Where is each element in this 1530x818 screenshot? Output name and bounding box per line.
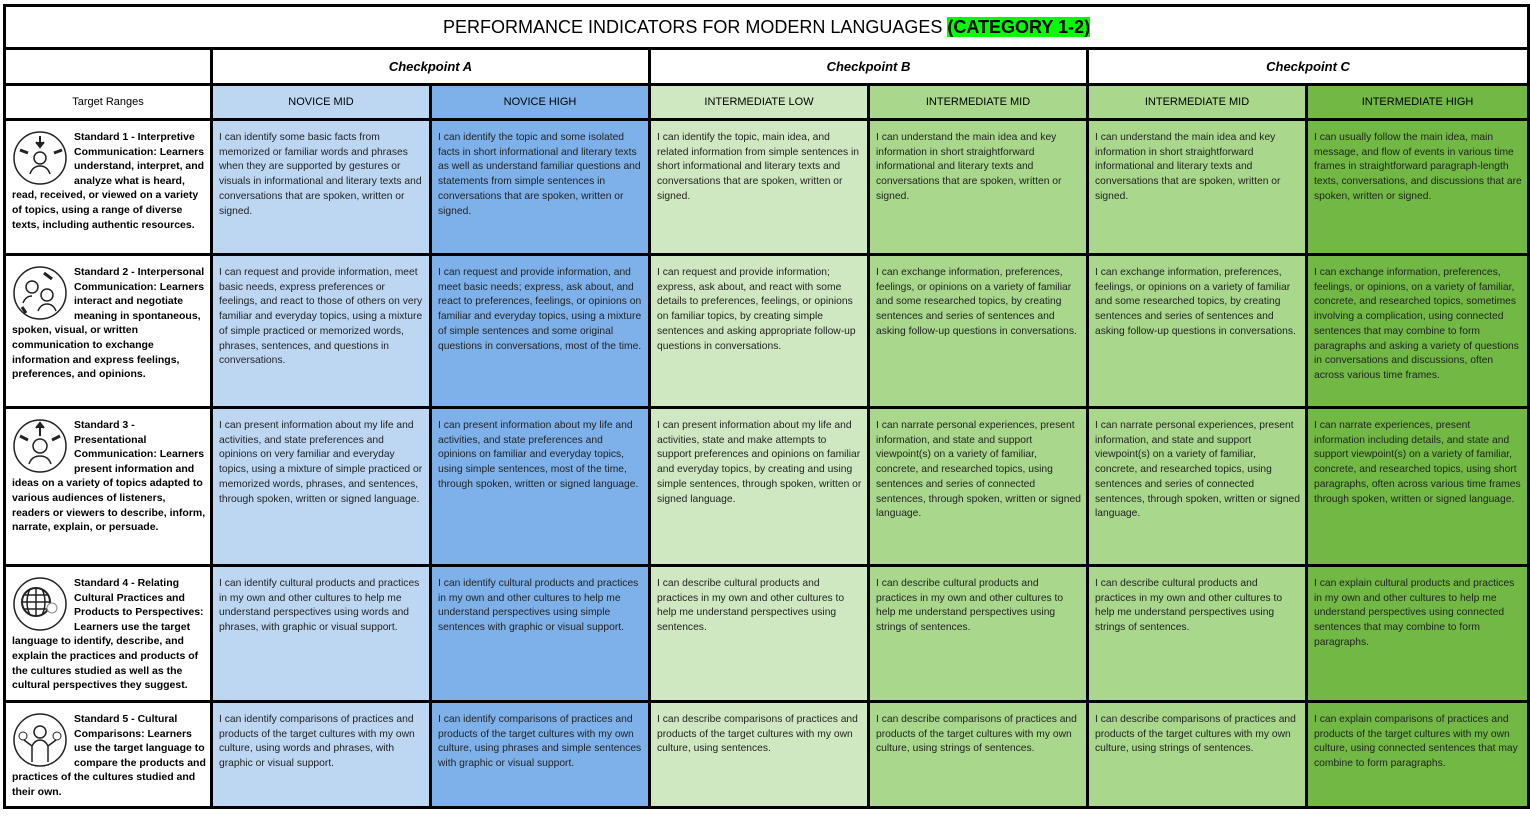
standard-description: Standard 1 - Interpretive Communication:…: [3, 118, 213, 256]
standard-row: Standard 4 - Relating Cultural Practices…: [3, 564, 1530, 703]
standard-text: Standard 1 - Interpretive Communication:…: [12, 131, 205, 231]
standard-text: Standard 2 - Interpersonal Communication…: [12, 266, 205, 381]
standard-text: Standard 5 - Cultural Comparisons: Learn…: [12, 713, 206, 798]
indicator-cell: I can understand the main idea and key i…: [1086, 118, 1308, 256]
interpretive-icon: [13, 131, 67, 185]
empty-corner: [3, 47, 213, 86]
standard-row: Standard 1 - Interpretive Communication:…: [3, 118, 1530, 256]
indicator-cell: I can present information about my life …: [648, 406, 870, 567]
level-header: INTERMEDIATE MID: [867, 83, 1089, 121]
indicator-cell: I can request and provide information; e…: [648, 253, 870, 409]
indicator-cell: I can identify cultural products and pra…: [210, 564, 432, 703]
indicator-cell: I can explain cultural products and prac…: [1304, 564, 1530, 703]
checkpoint-a-header: Checkpoint A: [210, 47, 651, 86]
indicator-cell: I can narrate personal experiences, pres…: [1086, 406, 1308, 567]
title-row: PERFORMANCE INDICATORS FOR MODERN LANGUA…: [2, 4, 1530, 50]
indicator-cell: I can describe comparisons of practices …: [867, 700, 1089, 809]
target-ranges-label: Target Ranges: [3, 83, 213, 121]
standard-description: Standard 5 - Cultural Comparisons: Learn…: [3, 700, 213, 809]
indicator-cell: I can identify comparisons of practices …: [429, 700, 651, 809]
standard-text: Standard 3 - Presentational Communicatio…: [12, 419, 206, 534]
indicator-cell: I can describe comparisons of practices …: [648, 700, 870, 809]
standard-text: Standard 4 - Relating Cultural Practices…: [12, 577, 204, 692]
standard-row: Standard 2 - Interpersonal Communication…: [3, 253, 1530, 409]
standard-row: Standard 5 - Cultural Comparisons: Learn…: [3, 700, 1530, 809]
level-header: NOVICE HIGH: [429, 83, 651, 121]
title-category-highlight: (CATEGORY 1-2): [947, 16, 1091, 37]
performance-indicators-table: PERFORMANCE INDICATORS FOR MODERN LANGUA…: [2, 4, 1530, 809]
indicator-cell: I can narrate personal experiences, pres…: [867, 406, 1089, 567]
level-row: Target Ranges NOVICE MID NOVICE HIGH INT…: [3, 83, 1530, 121]
indicator-cell: I can exchange information, preferences,…: [1304, 253, 1530, 409]
presentational-icon: [13, 419, 67, 473]
checkpoint-b-header: Checkpoint B: [648, 47, 1089, 86]
standard-description: Standard 4 - Relating Cultural Practices…: [3, 564, 213, 703]
indicator-cell: I can identify cultural products and pra…: [429, 564, 651, 703]
level-header: INTERMEDIATE MID: [1086, 83, 1308, 121]
indicator-cell: I can explain comparisons of practices a…: [1304, 700, 1530, 809]
indicator-cell: I can identify some basic facts from mem…: [210, 118, 432, 256]
indicator-cell: I can exchange information, preferences,…: [1086, 253, 1308, 409]
indicator-cell: I can describe cultural products and pra…: [867, 564, 1089, 703]
standard-description: Standard 3 - Presentational Communicatio…: [3, 406, 213, 567]
indicator-cell: I can present information about my life …: [429, 406, 651, 567]
level-header: INTERMEDIATE LOW: [648, 83, 870, 121]
globe-people-icon: [13, 577, 67, 631]
level-header: NOVICE MID: [210, 83, 432, 121]
indicator-cell: I can narrate experiences, present infor…: [1304, 406, 1530, 567]
indicator-cell: I can identify the topic, main idea, and…: [648, 118, 870, 256]
standard-row: Standard 3 - Presentational Communicatio…: [3, 406, 1530, 567]
indicator-cell: I can request and provide information, m…: [210, 253, 432, 409]
title-main: PERFORMANCE INDICATORS FOR MODERN LANGUA…: [442, 16, 948, 37]
checkpoint-c-header: Checkpoint C: [1085, 47, 1530, 86]
indicator-cell: I can describe cultural products and pra…: [648, 564, 870, 703]
indicator-cell: I can exchange information, preferences,…: [867, 253, 1089, 409]
level-header: INTERMEDIATE HIGH: [1304, 83, 1530, 121]
interpersonal-icon: [13, 266, 67, 320]
indicator-cell: I can identify the topic and some isolat…: [429, 118, 651, 256]
page-title: PERFORMANCE INDICATORS FOR MODERN LANGUA…: [2, 4, 1530, 50]
indicator-cell: I can describe comparisons of practices …: [1086, 700, 1308, 809]
indicator-cell: I can request and provide information, a…: [429, 253, 651, 409]
indicator-cell: I can identify comparisons of practices …: [210, 700, 432, 809]
indicator-cell: I can usually follow the main idea, main…: [1304, 118, 1530, 256]
standard-description: Standard 2 - Interpersonal Communication…: [3, 253, 213, 409]
indicator-cell: I can present information about my life …: [210, 406, 432, 567]
indicator-cell: I can understand the main idea and key i…: [867, 118, 1089, 256]
checkpoint-row: Checkpoint A Checkpoint B Checkpoint C: [3, 47, 1530, 86]
person-globes-icon: [13, 713, 67, 767]
indicator-cell: I can describe cultural products and pra…: [1086, 564, 1308, 703]
